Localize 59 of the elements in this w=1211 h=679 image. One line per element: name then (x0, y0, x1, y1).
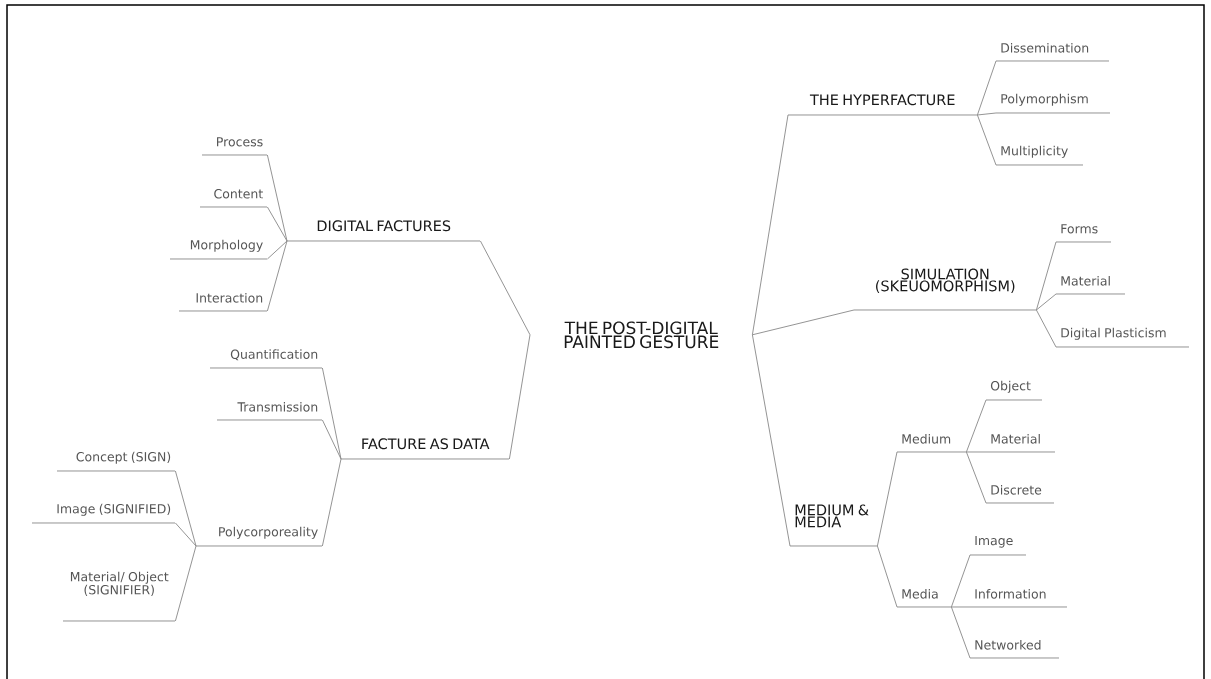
branch-line (1035, 293, 1057, 311)
subtopic: Digital Plasticism (1055, 327, 1190, 348)
subtopic: Interaction (178, 292, 268, 312)
branch-line (976, 112, 997, 116)
subtopic: Material (1055, 275, 1126, 295)
branch-line (1035, 241, 1057, 311)
main-topic: DIGITAL FACTURES (286, 220, 481, 242)
branch-line (965, 399, 987, 453)
branch-line (950, 606, 971, 659)
branch-line (950, 606, 971, 608)
branch-line (876, 451, 898, 547)
subtopic: Polycorporeality (195, 526, 323, 547)
branch-line (965, 451, 987, 453)
subtopic: Morphology (169, 239, 268, 260)
subtopic: Dissemination (995, 42, 1110, 62)
branch-line (266, 206, 288, 242)
main-topic: MEDIUM & MEDIA (789, 504, 878, 547)
subtopic: Quantification (209, 349, 323, 369)
main-topic: FACTURE AS DATA (340, 438, 510, 460)
branch-line (479, 240, 531, 336)
subtopic: Discrete (985, 484, 1055, 504)
subtopic: Information (969, 588, 1068, 608)
branch-line (1035, 309, 1057, 348)
subtopic: Image (SIGNIFIED) (31, 503, 176, 524)
subtopic: Concept (SIGN) (56, 451, 176, 472)
branch-line (321, 367, 342, 460)
branch-line (965, 451, 987, 504)
main-topic: THE HYPERFACTURE (787, 94, 978, 116)
subtopic: Content (199, 189, 268, 208)
subtopic: Media (896, 588, 952, 608)
subtopic: Transmission (216, 401, 323, 421)
subtopic: Multiplicity (995, 145, 1084, 166)
subtopic: Networked (969, 639, 1060, 659)
branch-line (508, 334, 531, 460)
subtopic: Image (969, 535, 1027, 556)
branch-line (976, 60, 997, 116)
branch-line (174, 470, 197, 547)
central-topic: THE POST-DIGITAL PAINTED GESTURE (564, 321, 719, 349)
branch-line (976, 114, 997, 166)
branch-line (751, 114, 789, 336)
branch-line (266, 240, 288, 260)
branch-line (266, 154, 288, 242)
branch-line (751, 334, 791, 547)
branch-line (876, 545, 898, 608)
branch-line (321, 458, 342, 547)
branch-line (751, 309, 855, 336)
main-topic: SIMULATION (SKEUOMORPHISM) (853, 268, 1037, 311)
branch-line (950, 554, 971, 608)
subtopic: Material/ Object (SIGNIFIER) (62, 571, 176, 622)
branch-line (174, 545, 197, 622)
subtopic: Forms (1055, 224, 1112, 243)
branch-line (321, 419, 342, 460)
subtopic: Polymorphism (995, 93, 1111, 114)
subtopic: Material (985, 433, 1056, 453)
subtopic: Medium (896, 433, 967, 453)
branch-line (266, 240, 288, 312)
subtopic: Process (201, 137, 268, 156)
branch-line (174, 522, 197, 547)
subtopic: Object (985, 380, 1043, 401)
